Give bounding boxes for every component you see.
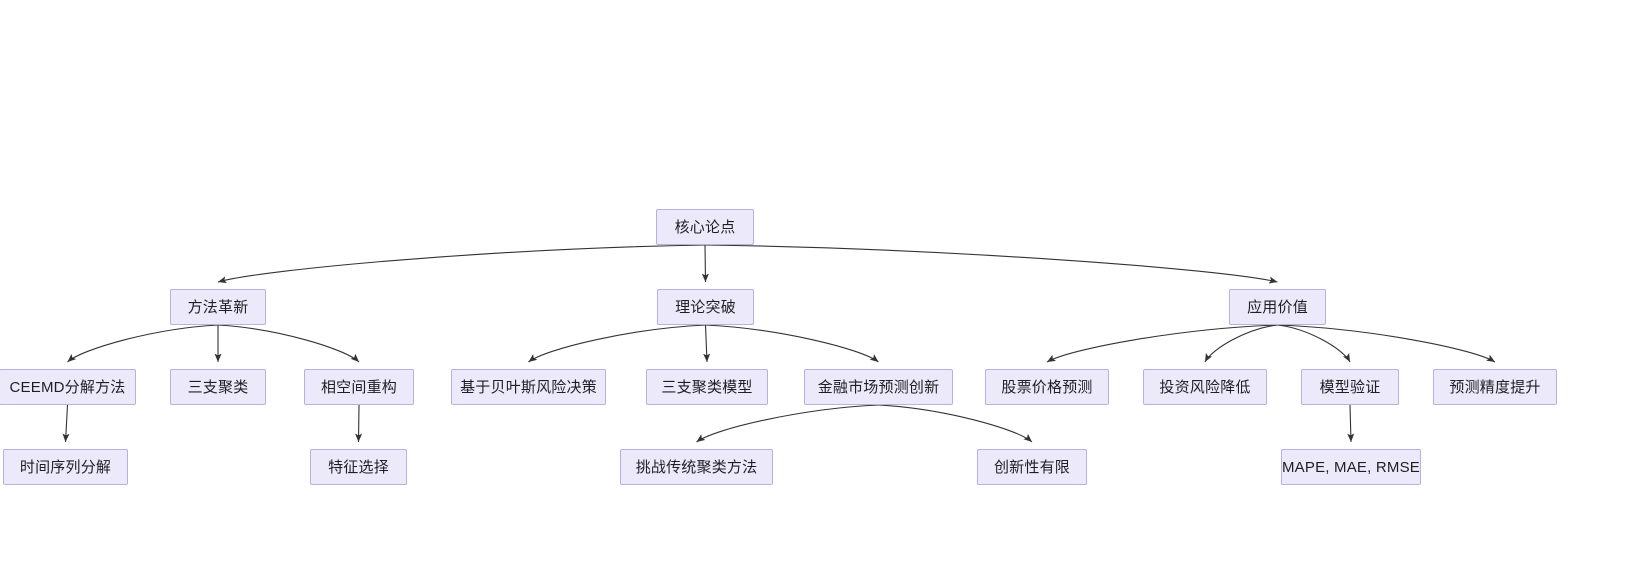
flow-node-label: 投资风险降低 [1159,378,1251,396]
flow-node-label: 应用价值 [1247,298,1308,316]
flow-node-n_ying[interactable]: 应用价值 [1229,289,1326,325]
flow-node-label: 方法革新 [187,298,249,316]
flow-node-label: 时间序列分解 [19,458,112,476]
flow-node-n_lilun[interactable]: 理论突破 [657,289,754,325]
flow-node-n_ceemd[interactable]: CEEMD分解方法 [0,369,136,405]
flow-edge-n_lilun-to-n_bayes [528,324,706,363]
flow-node-label: 预测精度提升 [1449,378,1541,396]
flow-node-n_gupiao[interactable]: 股票价格预测 [985,369,1109,405]
flow-edge-n_lilun-to-n_jinrong [705,324,879,363]
flow-edge-root-to-n_fang [217,244,706,284]
flow-edge-n_ying-to-n_yuce [1277,324,1496,363]
flow-node-root[interactable]: 核心论点 [656,209,754,245]
flow-node-label: 理论突破 [675,298,736,316]
flow-edge-n_ying-to-n_moxing [1277,324,1351,363]
flow-node-label: CEEMD分解方法 [9,378,126,396]
flow-node-label: 基于贝叶斯风险决策 [460,378,597,396]
flow-node-label: 三支聚类模型 [661,378,753,396]
flow-edge-n_fang-to-n_ceemd [67,324,219,363]
flow-node-n_mape[interactable]: MAPE, MAE, RMSE [1281,449,1421,485]
flow-node-n_tezheng[interactable]: 特征选择 [310,449,407,485]
flow-edge-n_fang-to-n_xiang [217,324,360,363]
flow-edge-n_xiang-to-n_tezheng [355,404,363,443]
flow-edge-n_ceemd-to-n_shijian [62,404,70,443]
flow-node-label: 挑战传统聚类方法 [635,458,758,476]
flow-node-n_sanzhi[interactable]: 三支聚类 [170,369,266,405]
flow-node-label: 股票价格预测 [1001,378,1093,396]
flow-node-label: 模型验证 [1319,378,1381,396]
flow-node-n_jinrong[interactable]: 金融市场预测创新 [804,369,953,405]
flow-node-label: 三支聚类 [187,378,249,396]
flow-edge-n_jinrong-to-n_tiaozhan [696,404,879,443]
flow-node-label: 金融市场预测创新 [817,378,940,396]
flow-edge-n_moxing-to-n_mape [1347,404,1355,443]
flow-node-n_xiang[interactable]: 相空间重构 [304,369,414,405]
flow-node-label: MAPE, MAE, RMSE [1281,458,1421,476]
flow-node-n_sanzhim[interactable]: 三支聚类模型 [646,369,768,405]
flow-edge-n_jinrong-to-n_chuangxin [878,404,1033,443]
flow-edge-root-to-n_lilun [701,244,709,283]
flow-node-n_shijian[interactable]: 时间序列分解 [3,449,128,485]
flow-node-label: 相空间重构 [320,378,397,396]
flow-node-n_moxing[interactable]: 模型验证 [1301,369,1399,405]
flow-node-label: 创新性有限 [993,458,1070,476]
flow-node-n_yuce[interactable]: 预测精度提升 [1433,369,1557,405]
flow-edge-n_ying-to-n_touzi [1204,324,1278,363]
flow-node-n_fang[interactable]: 方法革新 [170,289,266,325]
flow-node-label: 特征选择 [328,458,389,476]
flow-edge-root-to-n_ying [704,244,1278,284]
flow-node-label: 核心论点 [674,218,736,236]
flow-node-n_tiaozhan[interactable]: 挑战传统聚类方法 [620,449,773,485]
flow-node-n_bayes[interactable]: 基于贝叶斯风险决策 [451,369,606,405]
flow-edge-n_ying-to-n_gupiao [1046,324,1278,363]
flow-node-n_touzi[interactable]: 投资风险降低 [1143,369,1267,405]
flow-edge-n_lilun-to-n_sanzhim [703,324,711,363]
flow-node-n_chuangxin[interactable]: 创新性有限 [977,449,1087,485]
